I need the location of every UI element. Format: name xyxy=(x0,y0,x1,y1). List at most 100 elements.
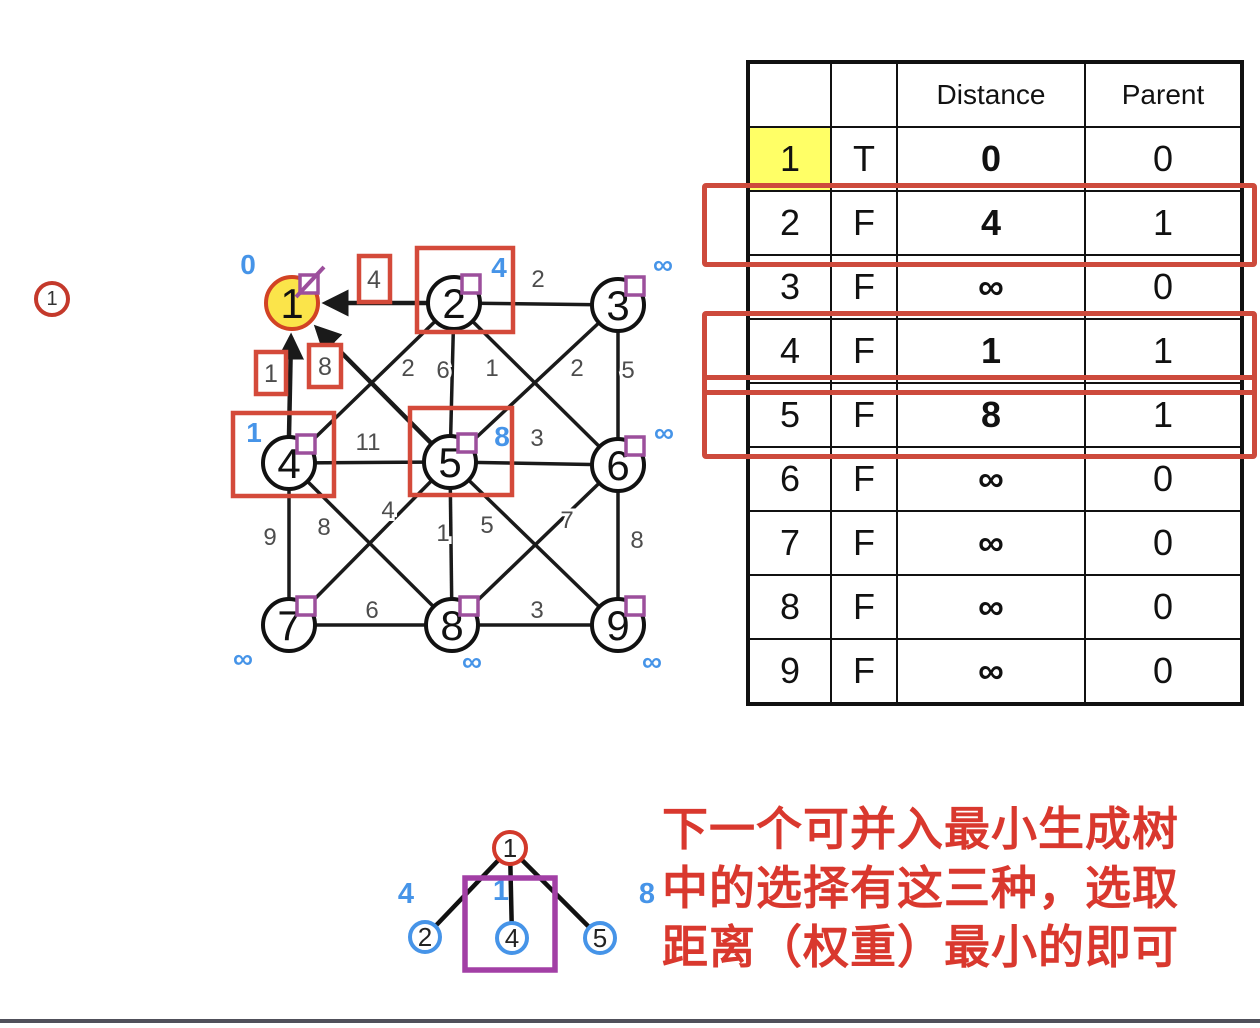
weight-highlight-box-8 xyxy=(306,342,344,390)
node-id-cell: 3 xyxy=(747,254,832,320)
known-checkbox-4 xyxy=(295,433,317,455)
edge-3-5 xyxy=(448,303,620,464)
parent-cell: 1 xyxy=(1084,318,1243,384)
distance-cell: ∞ xyxy=(896,254,1086,320)
caption-text: 下一个可并入最小生成树 中的选择有这三种，选取 距离（权重）最小的即可 xyxy=(662,800,1252,977)
node-id-cell: 9 xyxy=(747,638,832,705)
known-flag-cell: F xyxy=(830,446,898,512)
graph-node-label-4: 4 xyxy=(277,440,300,487)
caption-line-3: 距离（权重）最小的即可 xyxy=(662,921,1179,973)
parent-cell: 0 xyxy=(1084,638,1243,705)
parent-cell: 1 xyxy=(1084,382,1243,448)
edge-weight-3-5: 2 xyxy=(570,355,583,382)
distance-cell: ∞ xyxy=(896,446,1086,512)
checkbox-check-1 xyxy=(294,265,326,299)
edge-weight-4-5: 11 xyxy=(356,429,381,456)
node-distance-label-4: 1 xyxy=(246,417,262,448)
edge-5-6 xyxy=(449,460,619,467)
tree-node-label-5: 5 xyxy=(593,923,607,953)
known-checkbox-6 xyxy=(624,435,646,457)
edge-weight-2-5: 6 xyxy=(436,357,449,384)
edge-weight-4-7: 9 xyxy=(263,524,276,551)
known-flag-cell: T xyxy=(830,126,898,192)
tree-node-label-4: 4 xyxy=(505,923,519,953)
known-checkbox-9 xyxy=(624,595,646,617)
known-checkbox-5 xyxy=(456,432,478,454)
known-flag-cell: F xyxy=(830,318,898,384)
edge-weight-5-9: 5 xyxy=(480,512,493,539)
node-id-cell: 4 xyxy=(747,318,832,384)
distance-cell: ∞ xyxy=(896,510,1086,576)
node-id-cell: 5 xyxy=(747,382,832,448)
tree-node-2 xyxy=(408,920,442,954)
arrow-weight-label-1: 1 xyxy=(264,360,278,388)
distance-cell: ∞ xyxy=(896,574,1086,640)
tree-edge-weight-2: 4 xyxy=(398,878,414,910)
node-distance-label-5: 8 xyxy=(494,421,510,452)
column-header-parent: Parent xyxy=(1084,61,1243,128)
arrow-4-to-1 xyxy=(277,332,305,437)
node-id-cell: 6 xyxy=(747,446,832,512)
graph-node-label-2: 2 xyxy=(442,280,465,327)
parent-cell: 0 xyxy=(1084,574,1243,640)
graph-node-label-8: 8 xyxy=(440,602,463,649)
weight-highlight-box-1 xyxy=(253,349,289,397)
arrow-weight-label-8: 8 xyxy=(318,353,332,381)
known-checkbox-8 xyxy=(458,595,480,617)
known-flag-cell: F xyxy=(830,510,898,576)
known-flag-cell: F xyxy=(830,190,898,256)
tree-edge-weight-4: 1 xyxy=(493,875,509,907)
tree-node-label-1: 1 xyxy=(503,833,517,863)
known-flag-cell: F xyxy=(830,382,898,448)
edge-weight-6-8: 7 xyxy=(560,507,573,534)
graph-node-label-9: 9 xyxy=(606,602,629,649)
node-distance-label-3: ∞ xyxy=(653,249,673,280)
parent-cell: 1 xyxy=(1084,190,1243,256)
parent-cell: 0 xyxy=(1084,510,1243,576)
known-flag-cell: F xyxy=(830,638,898,705)
edge-weight-5-6: 3 xyxy=(530,425,543,452)
distance-cell: 8 xyxy=(896,382,1086,448)
distance-cell: 0 xyxy=(896,126,1086,192)
edge-weight-5-7: 4 xyxy=(381,497,394,524)
parent-cell: 0 xyxy=(1084,446,1243,512)
node-distance-label-9: ∞ xyxy=(642,646,662,677)
node-highlight-box-0 xyxy=(414,245,516,335)
known-checkbox-2 xyxy=(460,273,482,295)
node-id-cell: 7 xyxy=(747,510,832,576)
tree-edge-weight-5: 8 xyxy=(639,878,655,910)
known-checkbox-3 xyxy=(624,275,646,297)
tree-node-label-2: 2 xyxy=(418,922,432,952)
distance-cell: 4 xyxy=(896,190,1086,256)
node-distance-label-1: 0 xyxy=(240,249,256,280)
node-highlight-box-1 xyxy=(230,410,337,499)
edge-weight-8-9: 3 xyxy=(530,597,543,624)
known-flag-cell: F xyxy=(830,254,898,320)
tree-node-4 xyxy=(495,921,529,955)
edge-weight-2-4: 2 xyxy=(401,355,414,382)
node-id-cell: 1 xyxy=(747,126,832,192)
arrow-weight-label-4: 4 xyxy=(367,266,381,294)
column-header-empty-0 xyxy=(747,61,832,128)
edge-weight-2-3: 2 xyxy=(531,266,544,293)
tree-node-1 xyxy=(492,830,528,866)
known-flag-cell: F xyxy=(830,574,898,640)
edge-weight-4-8: 8 xyxy=(317,514,330,541)
graph-node-label-1: 1 xyxy=(280,280,303,327)
node-highlight-box-2 xyxy=(407,405,515,498)
node-distance-label-6: ∞ xyxy=(654,417,674,448)
distance-cell: 1 xyxy=(896,318,1086,384)
graph-node-label-6: 6 xyxy=(606,442,629,489)
